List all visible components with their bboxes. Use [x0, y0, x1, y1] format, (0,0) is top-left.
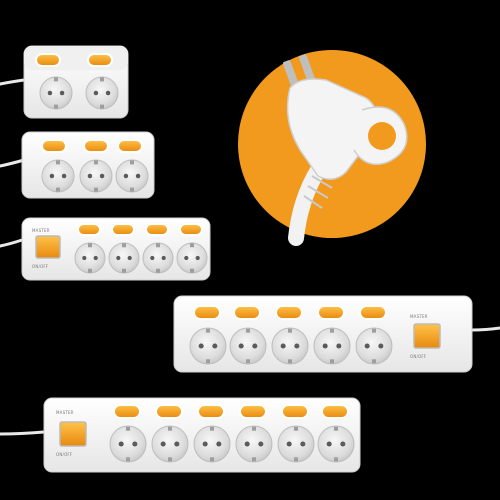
switch-icon[interactable] — [359, 305, 387, 320]
socket-outlet — [193, 425, 231, 463]
socket-outlet — [151, 425, 189, 463]
socket-outlet — [235, 425, 273, 463]
switch-icon[interactable] — [233, 305, 261, 320]
socket-outlet — [39, 76, 73, 110]
socket-outlet — [189, 327, 227, 365]
switch-icon[interactable] — [275, 305, 303, 320]
switch-icon[interactable] — [239, 404, 267, 419]
switch-icon[interactable] — [155, 404, 183, 419]
switch-icon[interactable] — [193, 305, 221, 320]
socket-outlet — [176, 242, 208, 274]
switch-icon[interactable] — [41, 139, 67, 153]
switch-icon[interactable] — [197, 404, 225, 419]
master-switch-icon[interactable] — [59, 421, 87, 447]
svg-text:ON/OFF: ON/OFF — [32, 264, 49, 269]
switch-icon[interactable] — [179, 223, 203, 236]
switch-icon[interactable] — [83, 139, 109, 153]
svg-text:ON/OFF: ON/OFF — [56, 452, 73, 457]
power-strip-2-outlet — [23, 45, 129, 119]
socket-outlet — [108, 242, 140, 274]
svg-text:MASTER: MASTER — [410, 314, 428, 319]
switch-icon[interactable] — [87, 53, 113, 67]
switch-icon[interactable] — [35, 53, 61, 67]
power-strip-4-outlet: MASTER ON/OFF — [21, 217, 211, 281]
plug-detail — [238, 50, 426, 246]
master-switch-icon[interactable] — [35, 235, 61, 259]
power-strip-5-outlet: MASTER ON/OFF — [173, 295, 473, 373]
socket-outlet — [115, 159, 149, 193]
switch-icon[interactable] — [321, 404, 349, 419]
socket-outlet — [74, 242, 106, 274]
socket-outlet — [355, 327, 393, 365]
socket-outlet — [109, 425, 147, 463]
socket-outlet — [229, 327, 267, 365]
switch-icon[interactable] — [317, 305, 345, 320]
switch-icon[interactable] — [281, 404, 309, 419]
switch-icon[interactable] — [113, 404, 141, 419]
switch-icon[interactable] — [117, 139, 143, 153]
power-strip-3-outlet — [21, 131, 155, 199]
socket-outlet — [277, 425, 315, 463]
socket-outlet — [41, 159, 75, 193]
switch-icon[interactable] — [77, 223, 101, 236]
socket-outlet — [271, 327, 309, 365]
socket-outlet — [317, 425, 355, 463]
socket-outlet — [313, 327, 351, 365]
svg-text:MASTER: MASTER — [32, 228, 50, 233]
socket-outlet — [85, 76, 119, 110]
master-switch-icon[interactable] — [413, 323, 441, 349]
switch-icon[interactable] — [111, 223, 135, 236]
svg-text:ON/OFF: ON/OFF — [410, 354, 427, 359]
schuko-plug-icon — [282, 54, 408, 246]
power-strip-6-outlet: MASTER ON/OFF — [43, 397, 361, 473]
socket-outlet — [142, 242, 174, 274]
socket-outlet — [79, 159, 113, 193]
switch-icon[interactable] — [145, 223, 169, 236]
svg-text:MASTER: MASTER — [56, 410, 74, 415]
